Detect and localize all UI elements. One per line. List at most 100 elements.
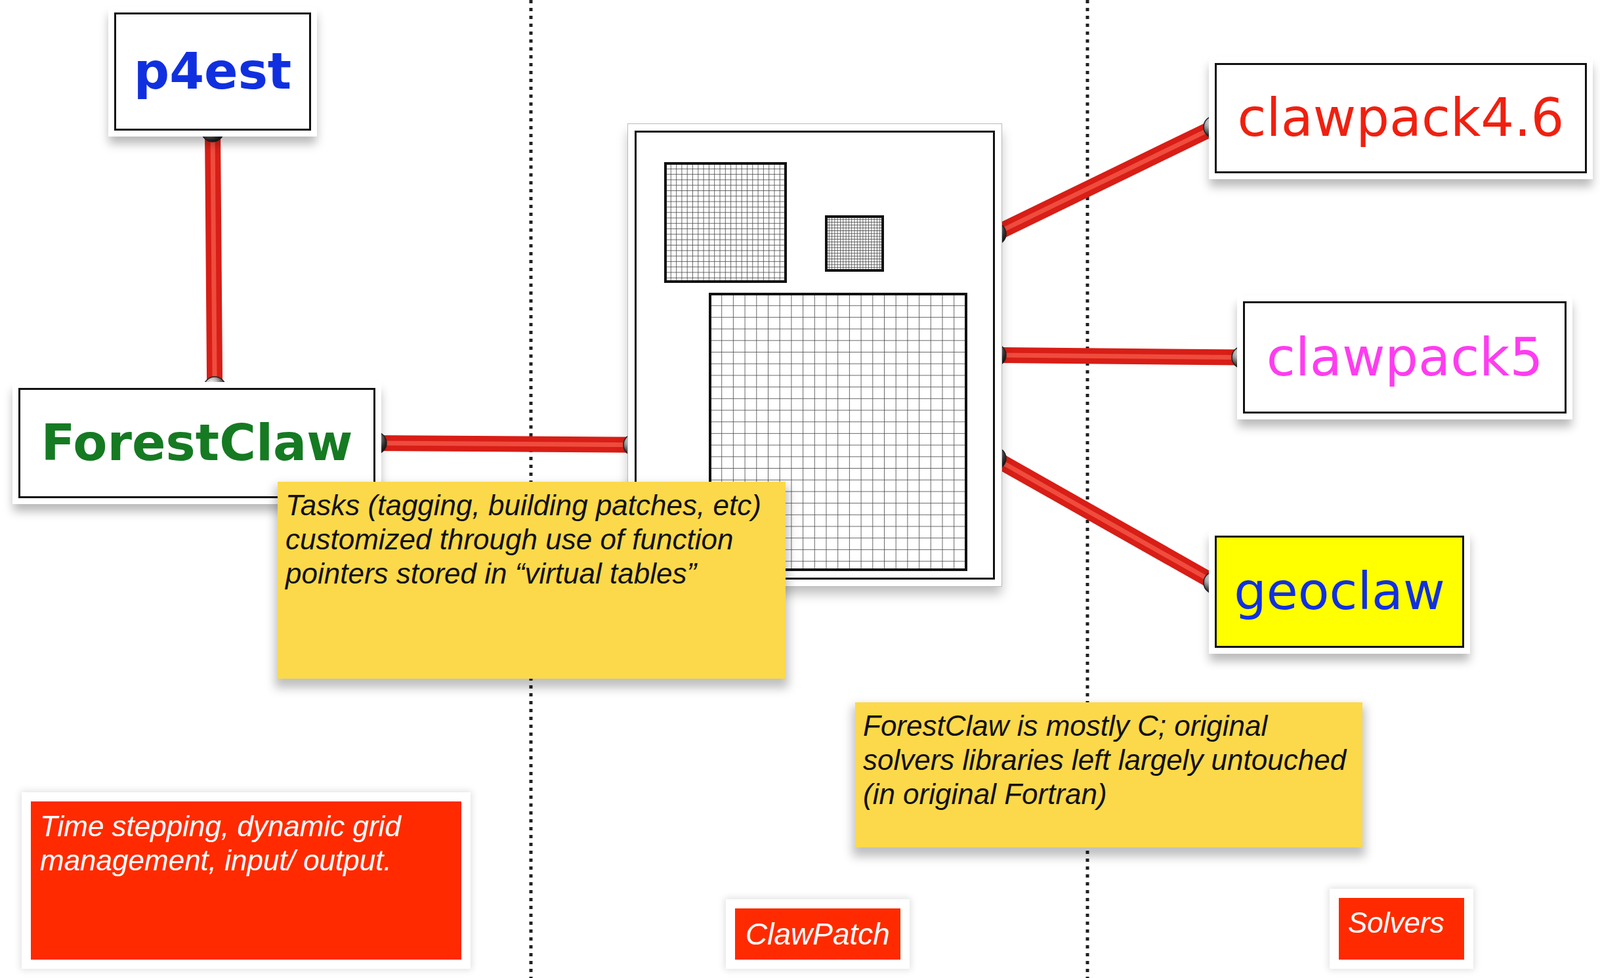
grid-line: [814, 294, 816, 570]
grid-line: [710, 456, 967, 457]
bone-shaft: [375, 442, 635, 445]
callout-note: Tasks (tagging, building patches, etc) c…: [277, 481, 786, 679]
grid-line: [826, 255, 883, 257]
column-label: Solvers: [1338, 897, 1465, 960]
grid-line: [665, 277, 786, 279]
grid-line: [708, 163, 710, 282]
grid-line: [851, 216, 852, 271]
grid-line: [710, 339, 967, 341]
box-title: clawpack5: [1266, 328, 1544, 387]
grid-line: [665, 211, 786, 213]
grid-line: [879, 216, 881, 271]
grid-line: [665, 255, 786, 257]
grid-line: [665, 168, 786, 170]
grid-line: [665, 233, 786, 235]
grid-patch: [826, 216, 883, 271]
grid-line: [710, 386, 967, 388]
grid-line: [826, 258, 883, 260]
grid-line: [665, 223, 786, 224]
bone-shaft: [994, 355, 1243, 358]
box-title: clawpack4.6: [1237, 89, 1564, 148]
note-text: Tasks (tagging, building patches, etc) c…: [285, 488, 778, 591]
grid-line: [826, 219, 883, 220]
grid-line: [730, 163, 732, 282]
grid-line: [953, 294, 955, 570]
grid-line: [842, 216, 844, 271]
panel-label: ClawPatch: [735, 908, 901, 960]
grid-line: [779, 163, 781, 282]
grid-line: [665, 206, 786, 208]
grid-line: [930, 294, 932, 570]
bone-highlight: [994, 126, 1215, 234]
grid-line: [854, 216, 856, 271]
grid-line: [826, 244, 883, 246]
grid-line: [826, 267, 883, 268]
grid-line: [719, 163, 721, 282]
box-title: geoclaw: [1233, 563, 1445, 621]
grid-line: [845, 216, 847, 271]
box-title: p4est: [133, 43, 292, 100]
bone-highlight: [375, 442, 635, 445]
grid-line: [710, 374, 967, 376]
grid-line: [665, 266, 786, 268]
grid-patch: [665, 163, 786, 282]
grid-line: [826, 252, 883, 254]
bone-shaft: [994, 126, 1215, 234]
grid-line: [802, 294, 804, 570]
grid-line: [675, 163, 677, 282]
grid-line: [828, 216, 830, 271]
solver-box: geoclaw: [1214, 535, 1465, 648]
grid-line: [862, 216, 864, 271]
bone-highlight: [994, 355, 1243, 358]
grid-line: [710, 433, 967, 434]
grid-line: [665, 239, 786, 241]
grid-line: [826, 247, 883, 249]
grid-line: [752, 163, 753, 282]
grid-line: [710, 467, 967, 469]
grid-line: [710, 305, 967, 306]
grid-line: [735, 163, 737, 282]
grid-line: [774, 163, 776, 282]
grid-line: [681, 163, 682, 282]
grid-line: [859, 216, 861, 271]
grid-line: [884, 294, 885, 570]
bone-connector: [983, 343, 1255, 369]
bone-shaft: [212, 130, 215, 388]
grid-line: [857, 216, 858, 271]
grid-line: [710, 316, 967, 318]
bone-shaft: [994, 458, 1215, 583]
grid-line: [826, 238, 883, 240]
grid-line: [834, 216, 835, 271]
grid-line: [826, 261, 883, 262]
note-text: ForestClaw is mostly C; original solvers…: [863, 708, 1355, 812]
grid-line: [710, 444, 967, 446]
grid-line: [826, 250, 883, 251]
grid-line: [768, 163, 770, 282]
grid-line: [665, 272, 786, 274]
label-text: Time stepping, dynamic grid management, …: [40, 809, 453, 878]
grid-line: [703, 163, 705, 282]
grid-line: [790, 294, 792, 570]
column-label: Time stepping, dynamic grid management, …: [30, 801, 462, 960]
grid-line: [665, 179, 786, 180]
grid-line: [757, 163, 759, 282]
grid-line: [906, 294, 908, 570]
grid-line: [665, 201, 786, 203]
grid-line: [710, 479, 967, 481]
grid-line: [868, 216, 869, 271]
grid-line: [870, 216, 872, 271]
bone-highlight: [212, 130, 215, 388]
grid-border: [665, 163, 786, 282]
grid-line: [665, 244, 786, 246]
grid-line: [687, 163, 688, 282]
grid-line: [746, 163, 748, 282]
grid-line: [848, 216, 850, 271]
grid-line: [665, 185, 786, 186]
grid-line: [692, 163, 694, 282]
grid-line: [826, 264, 883, 266]
grid-line: [918, 294, 920, 570]
library-box: p4est: [114, 12, 312, 131]
grid-line: [831, 216, 833, 271]
grid-line: [874, 216, 875, 271]
grid-line: [895, 294, 897, 570]
